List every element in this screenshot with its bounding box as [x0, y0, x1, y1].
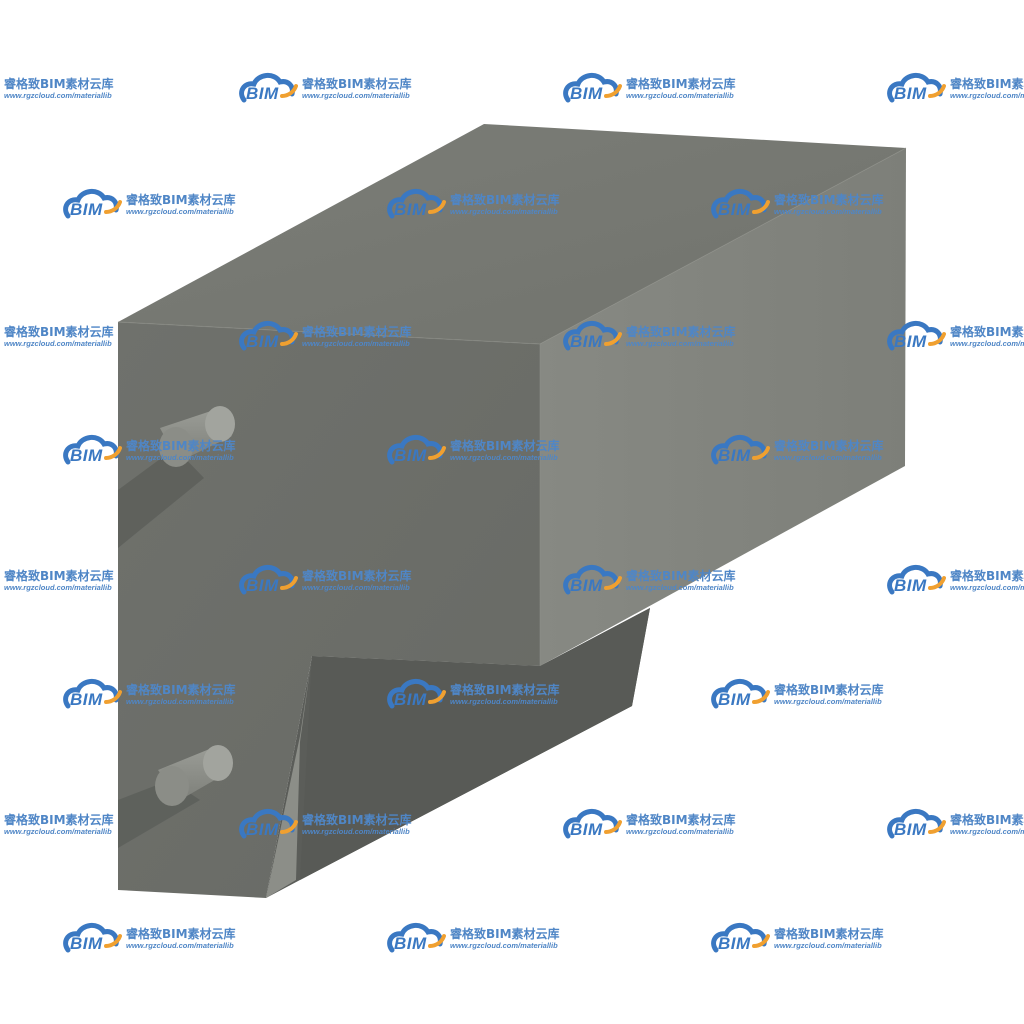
- dowel-pin-upper: [118, 406, 235, 548]
- block-top-face: [118, 124, 906, 344]
- notch-light-edge: [266, 656, 312, 898]
- dowel-pin-lower: [118, 745, 233, 848]
- block-notch-face: [300, 608, 650, 880]
- block-right-face: [540, 148, 906, 666]
